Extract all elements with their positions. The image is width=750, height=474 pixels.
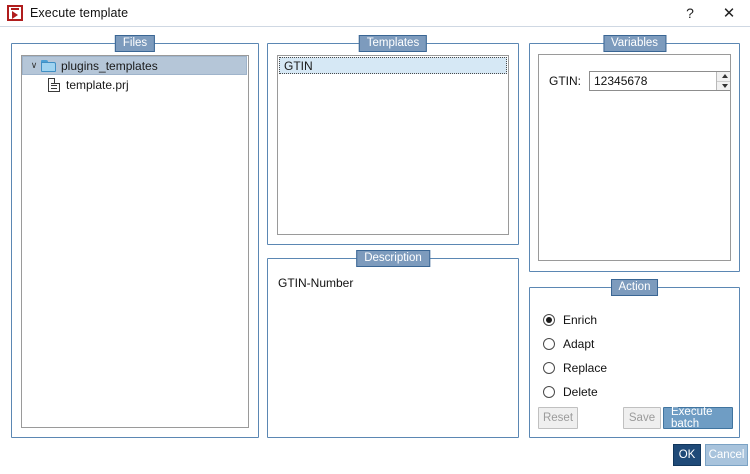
gtin-field-label: GTIN: (549, 74, 581, 88)
radio-delete[interactable]: Delete (543, 385, 598, 399)
folder-icon (41, 59, 56, 72)
ok-button[interactable]: OK (673, 444, 701, 466)
gtin-spinbox[interactable]: 12345678 (589, 71, 730, 91)
radio-label: Replace (563, 361, 608, 375)
radio-label: Enrich (563, 313, 598, 327)
radio-replace[interactable]: Replace (543, 361, 607, 375)
variable-row-gtin: GTIN: 12345678 (549, 71, 730, 91)
reset-button[interactable]: Reset (538, 407, 578, 429)
stepper-down-icon[interactable] (717, 82, 730, 91)
stepper-up-icon[interactable] (717, 72, 730, 82)
variables-panel: GTIN: 12345678 (538, 54, 731, 261)
description-group: Description GTIN-Number (267, 250, 519, 438)
radio-icon[interactable] (543, 338, 555, 350)
tree-item-label: template.prj (66, 77, 129, 92)
templates-group: Templates GTIN (267, 35, 519, 245)
tree-item-label: plugins_templates (61, 58, 158, 73)
gtin-stepper[interactable] (716, 72, 730, 91)
description-text: GTIN-Number (278, 276, 354, 290)
templates-group-legend: Templates (358, 35, 428, 52)
radio-icon[interactable] (543, 362, 555, 374)
templates-list[interactable]: GTIN (277, 55, 509, 235)
radio-icon[interactable] (543, 386, 555, 398)
radio-label: Delete (563, 385, 598, 399)
action-group-legend: Action (610, 279, 659, 296)
close-icon[interactable]: ✕ (722, 5, 736, 22)
action-group: Action Enrich Adapt Replace Delete Reset… (529, 279, 740, 438)
window-title: Execute template (30, 6, 129, 20)
variables-group: Variables GTIN: 12345678 (529, 35, 740, 272)
save-button[interactable]: Save (623, 407, 661, 429)
variables-group-legend: Variables (602, 35, 667, 52)
tree-item-template-prj[interactable]: template.prj (22, 75, 248, 94)
title-bar-actions: ? ✕ (672, 0, 750, 26)
description-group-legend: Description (356, 250, 430, 267)
radio-adapt[interactable]: Adapt (543, 337, 594, 351)
list-item-gtin[interactable]: GTIN (279, 57, 507, 74)
radio-icon[interactable] (543, 314, 555, 326)
execute-template-icon (7, 5, 23, 21)
title-bar: Execute template ? ✕ (0, 0, 750, 27)
help-icon[interactable]: ? (686, 5, 694, 21)
files-group: Files ∨ plugins_templates template.prj (11, 35, 259, 438)
file-icon (48, 77, 60, 92)
files-group-legend: Files (114, 35, 156, 52)
files-tree[interactable]: ∨ plugins_templates template.prj (21, 55, 249, 428)
cancel-button[interactable]: Cancel (705, 444, 748, 466)
radio-enrich[interactable]: Enrich (543, 313, 597, 327)
gtin-input-value[interactable]: 12345678 (594, 74, 648, 88)
tree-item-plugins-templates[interactable]: ∨ plugins_templates (22, 56, 247, 75)
chevron-down-icon[interactable]: ∨ (30, 60, 38, 70)
execute-batch-button[interactable]: Execute batch (663, 406, 733, 430)
radio-label: Adapt (563, 337, 595, 351)
